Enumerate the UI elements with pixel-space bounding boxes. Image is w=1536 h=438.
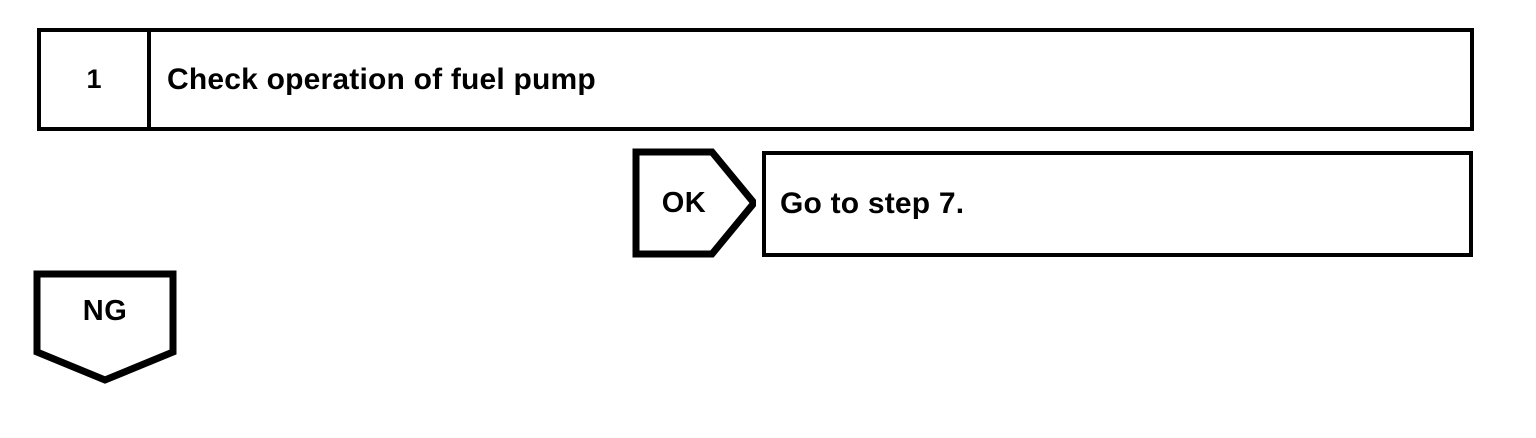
ok-branch-arrow: OK — [632, 148, 756, 258]
ok-arrow-pentagon-icon — [632, 148, 756, 258]
step-number-text: 1 — [86, 64, 102, 94]
ng-pentagon-down-icon — [33, 270, 177, 384]
ok-result-text: Go to step 7. — [780, 187, 965, 220]
step-description-text: Check operation of fuel pump — [167, 62, 596, 96]
ng-branch-shape: NG — [33, 270, 177, 384]
step-description-cell: Check operation of fuel pump — [151, 32, 1470, 127]
step-number-cell: 1 — [41, 32, 151, 127]
ng-branch-label: NG — [82, 294, 128, 327]
ok-result-box: Go to step 7. — [762, 151, 1473, 257]
step-row: 1 Check operation of fuel pump — [37, 28, 1474, 131]
ok-branch-label: OK — [661, 186, 707, 219]
